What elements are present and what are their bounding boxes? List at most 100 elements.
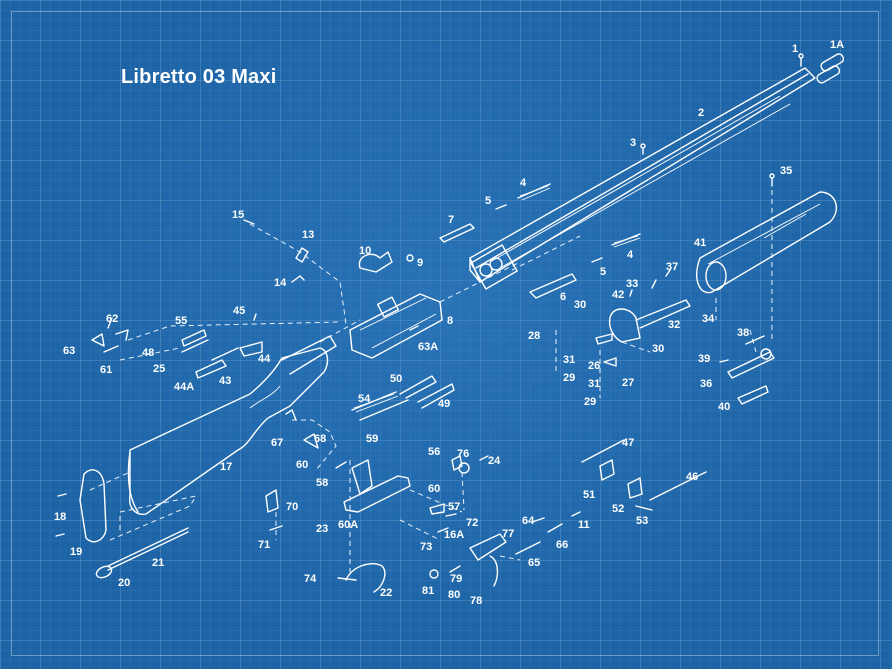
part-label-79: 79 (450, 573, 462, 585)
part-label-51: 51 (583, 489, 595, 501)
part-label-4a: 4 (520, 177, 527, 189)
part-label-45: 45 (233, 305, 245, 317)
part-label-30b: 30 (652, 343, 664, 355)
part-label-35: 35 (780, 165, 792, 177)
part-label-18: 18 (54, 511, 66, 523)
part-label-29a: 29 (563, 372, 575, 384)
part-label-67: 67 (271, 437, 283, 449)
part-label-4b: 4 (627, 249, 634, 261)
part-label-38: 38 (737, 327, 749, 339)
part-label-26: 26 (588, 360, 600, 372)
part-label-52: 52 (612, 503, 624, 515)
part-label-44: 44 (258, 353, 271, 365)
part-label-31b: 31 (588, 378, 600, 390)
part-label-37: 37 (666, 261, 678, 273)
part-label-60a: 60 (296, 459, 308, 471)
forend (696, 173, 838, 294)
part-label-68: 68 (314, 433, 326, 445)
part-label-42: 42 (612, 289, 624, 301)
part-label-5a: 5 (485, 195, 491, 207)
part-label-20: 20 (118, 577, 130, 589)
part-label-73: 73 (420, 541, 432, 553)
selector-parts (429, 455, 489, 533)
upper-small-parts (439, 183, 641, 299)
part-label-80: 80 (448, 589, 460, 601)
ejector-parts (581, 439, 707, 511)
part-label-30a: 30 (574, 299, 586, 311)
part-label-58: 58 (316, 477, 328, 489)
part-label-76: 76 (457, 448, 469, 460)
part-label-3: 3 (630, 137, 636, 149)
part-label-66: 66 (556, 539, 568, 551)
part-label-48: 48 (142, 347, 154, 359)
part-label-60b: 60 (428, 483, 440, 495)
part-label-16a: 16A (444, 529, 464, 541)
part-label-13: 13 (302, 229, 314, 241)
choke-tubes (816, 53, 845, 84)
part-label-29b: 29 (584, 396, 596, 408)
part-label-74: 74 (304, 573, 317, 585)
part-label-6: 6 (560, 291, 566, 303)
diagram-title: Libretto 03 Maxi (121, 66, 277, 88)
part-label-1a: 1A (830, 39, 844, 51)
buttstock (127, 335, 337, 515)
part-label-50: 50 (390, 373, 402, 385)
part-label-54: 54 (358, 393, 371, 405)
part-label-11: 11 (578, 519, 590, 531)
part-label-53: 53 (636, 515, 648, 527)
part-label-77: 77 (502, 528, 514, 540)
trigger-assembly (429, 511, 581, 587)
part-label-49: 49 (438, 398, 450, 410)
front-sight (640, 53, 804, 155)
part-label-70: 70 (286, 501, 298, 513)
trigger-plate (265, 409, 411, 531)
part-label-47: 47 (622, 437, 634, 449)
part-label-15: 15 (232, 209, 244, 221)
barrel-assembly (469, 67, 816, 290)
assembly-lines (89, 190, 773, 572)
part-label-36: 36 (700, 378, 712, 390)
part-label-23: 23 (316, 523, 328, 535)
part-label-78: 78 (470, 595, 482, 607)
part-label-17: 17 (220, 461, 232, 473)
part-label-19: 19 (70, 546, 82, 558)
part-label-2: 2 (698, 107, 704, 119)
part-label-44a: 44A (174, 381, 194, 393)
part-label-59: 59 (366, 433, 378, 445)
part-label-8: 8 (447, 315, 453, 327)
stock-bolt (95, 527, 189, 579)
part-label-61: 61 (100, 364, 112, 376)
part-label-40: 40 (718, 401, 730, 413)
part-label-71: 71 (258, 539, 270, 551)
part-label-64: 64 (522, 515, 535, 527)
part-label-33: 33 (626, 278, 638, 290)
part-label-31a: 31 (563, 354, 575, 366)
part-label-10: 10 (359, 245, 371, 257)
part-label-28: 28 (528, 330, 540, 342)
part-label-43: 43 (219, 375, 231, 387)
part-label-56: 56 (428, 446, 440, 458)
part-label-7: 7 (448, 214, 454, 226)
part-label-55: 55 (175, 315, 187, 327)
part-label-65: 65 (528, 557, 540, 569)
part-label-22: 22 (380, 587, 392, 599)
part-label-63a: 63A (418, 341, 438, 353)
part-label-81: 81 (422, 585, 434, 597)
safety-cluster (91, 313, 263, 379)
part-number-labels: 1 1A 2 3 4 5 7 35 15 13 14 10 9 41 4 5 3… (54, 39, 844, 607)
part-label-39: 39 (698, 353, 710, 365)
part-label-32: 32 (668, 319, 680, 331)
receiver (243, 219, 443, 359)
trigger-guard (337, 562, 386, 593)
recoil-pad (55, 469, 107, 543)
part-label-9: 9 (417, 257, 423, 269)
part-label-27: 27 (622, 377, 634, 389)
part-label-21: 21 (152, 557, 164, 569)
part-label-46: 46 (686, 471, 698, 483)
forend-iron (595, 269, 691, 367)
part-label-25: 25 (153, 363, 165, 375)
part-label-41: 41 (694, 237, 706, 249)
part-label-60c: 60A (338, 519, 358, 531)
